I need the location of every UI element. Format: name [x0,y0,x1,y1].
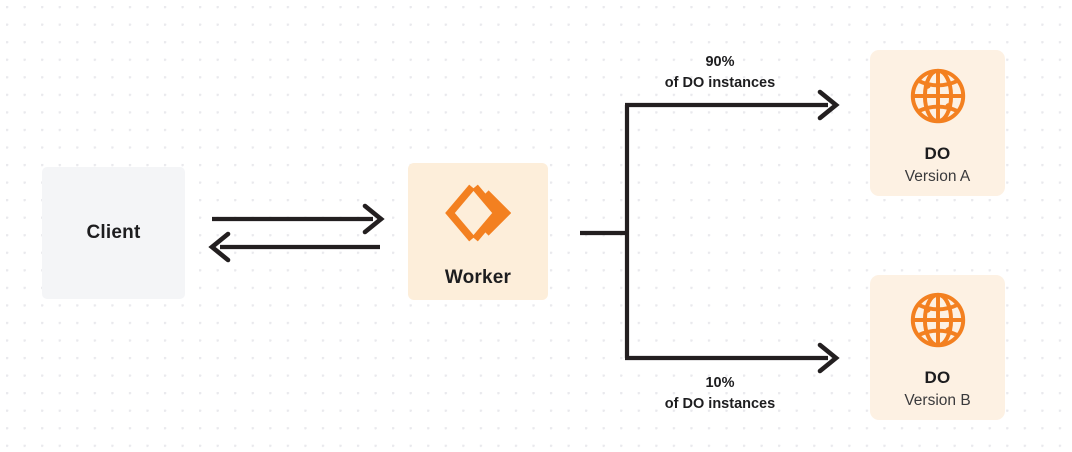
edge-worker-to-do-b [625,342,840,374]
edge-label-do-a-percent: 90% [705,54,735,70]
arrow-right-icon [817,89,840,121]
edge-label-do-b-percent: 10% [705,375,735,391]
arrow-right-icon [817,342,840,374]
arrow-right-icon [362,203,385,235]
do-b-version: Version B [904,392,971,409]
do-a-name: DO [924,143,951,163]
edge-label-do-a-description: of DO instances [664,75,776,92]
node-do-version-a: DO Version A [870,50,1005,196]
arrow-left-icon [208,231,231,263]
edge-label-do-a: 90% of DO instances [620,52,820,94]
edge-label-do-b-description: of DO instances [664,396,776,413]
do-a-version: Version A [904,167,971,185]
edge-label-do-b: 10% of DO instances [620,373,820,415]
node-worker: Worker [408,163,548,300]
durable-object-globe-icon [907,65,969,127]
client-label: Client [86,222,141,243]
do-b-name: DO [924,368,951,387]
node-client: Client [42,167,185,299]
node-do-version-b: DO Version B [870,275,1005,420]
cloudflare-workers-icon [445,181,512,245]
edge-worker-split-trunk [580,105,630,358]
edge-client-to-worker [212,203,385,235]
edge-worker-to-client [208,231,380,263]
durable-object-globe-icon [907,289,969,351]
worker-label: Worker [444,266,512,288]
edge-worker-to-do-a [625,89,840,121]
